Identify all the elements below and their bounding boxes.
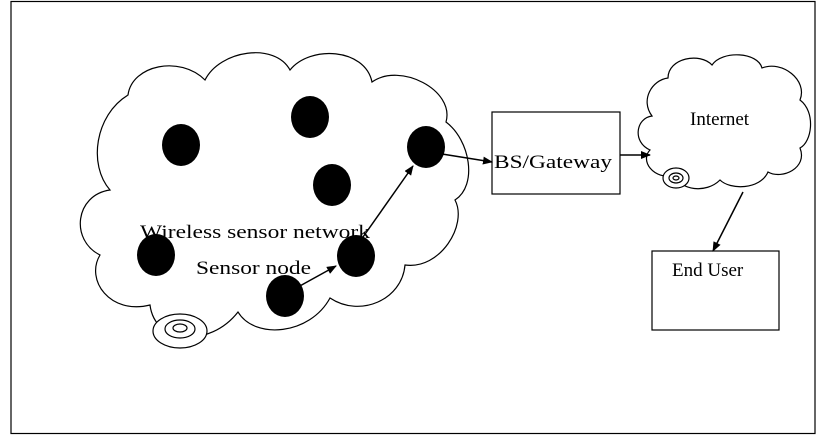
- sensor-node: [337, 235, 375, 277]
- arrow-relay-to-gateway: [441, 153, 493, 165]
- sensor-node: [266, 275, 304, 317]
- arrow-internet-to-end-user: [712, 191, 744, 252]
- internet-cloud: [637, 54, 812, 190]
- wsn-cloud-tail-inner: [172, 323, 188, 333]
- arrow-node-to-node: [297, 265, 337, 288]
- sensor-node-label: Sensor node: [196, 258, 311, 279]
- internet-cloud-tail-inner: [672, 175, 680, 181]
- gateway-label: BS/Gateway: [494, 152, 613, 173]
- sensor-node: [291, 96, 329, 138]
- sensor-node: [162, 124, 200, 166]
- internet-label: Internet: [690, 109, 750, 130]
- sensor-node: [137, 234, 175, 276]
- end-user-label: End User: [672, 260, 744, 281]
- diagram-frame: [10, 0, 816, 435]
- arrow-node-to-relay: [362, 165, 414, 238]
- sensor-node: [313, 164, 351, 206]
- sensor-node: [407, 126, 445, 168]
- end-user-box: [651, 250, 780, 331]
- wsn-label: Wireless sensor network: [140, 222, 371, 243]
- gateway-box: [491, 111, 621, 195]
